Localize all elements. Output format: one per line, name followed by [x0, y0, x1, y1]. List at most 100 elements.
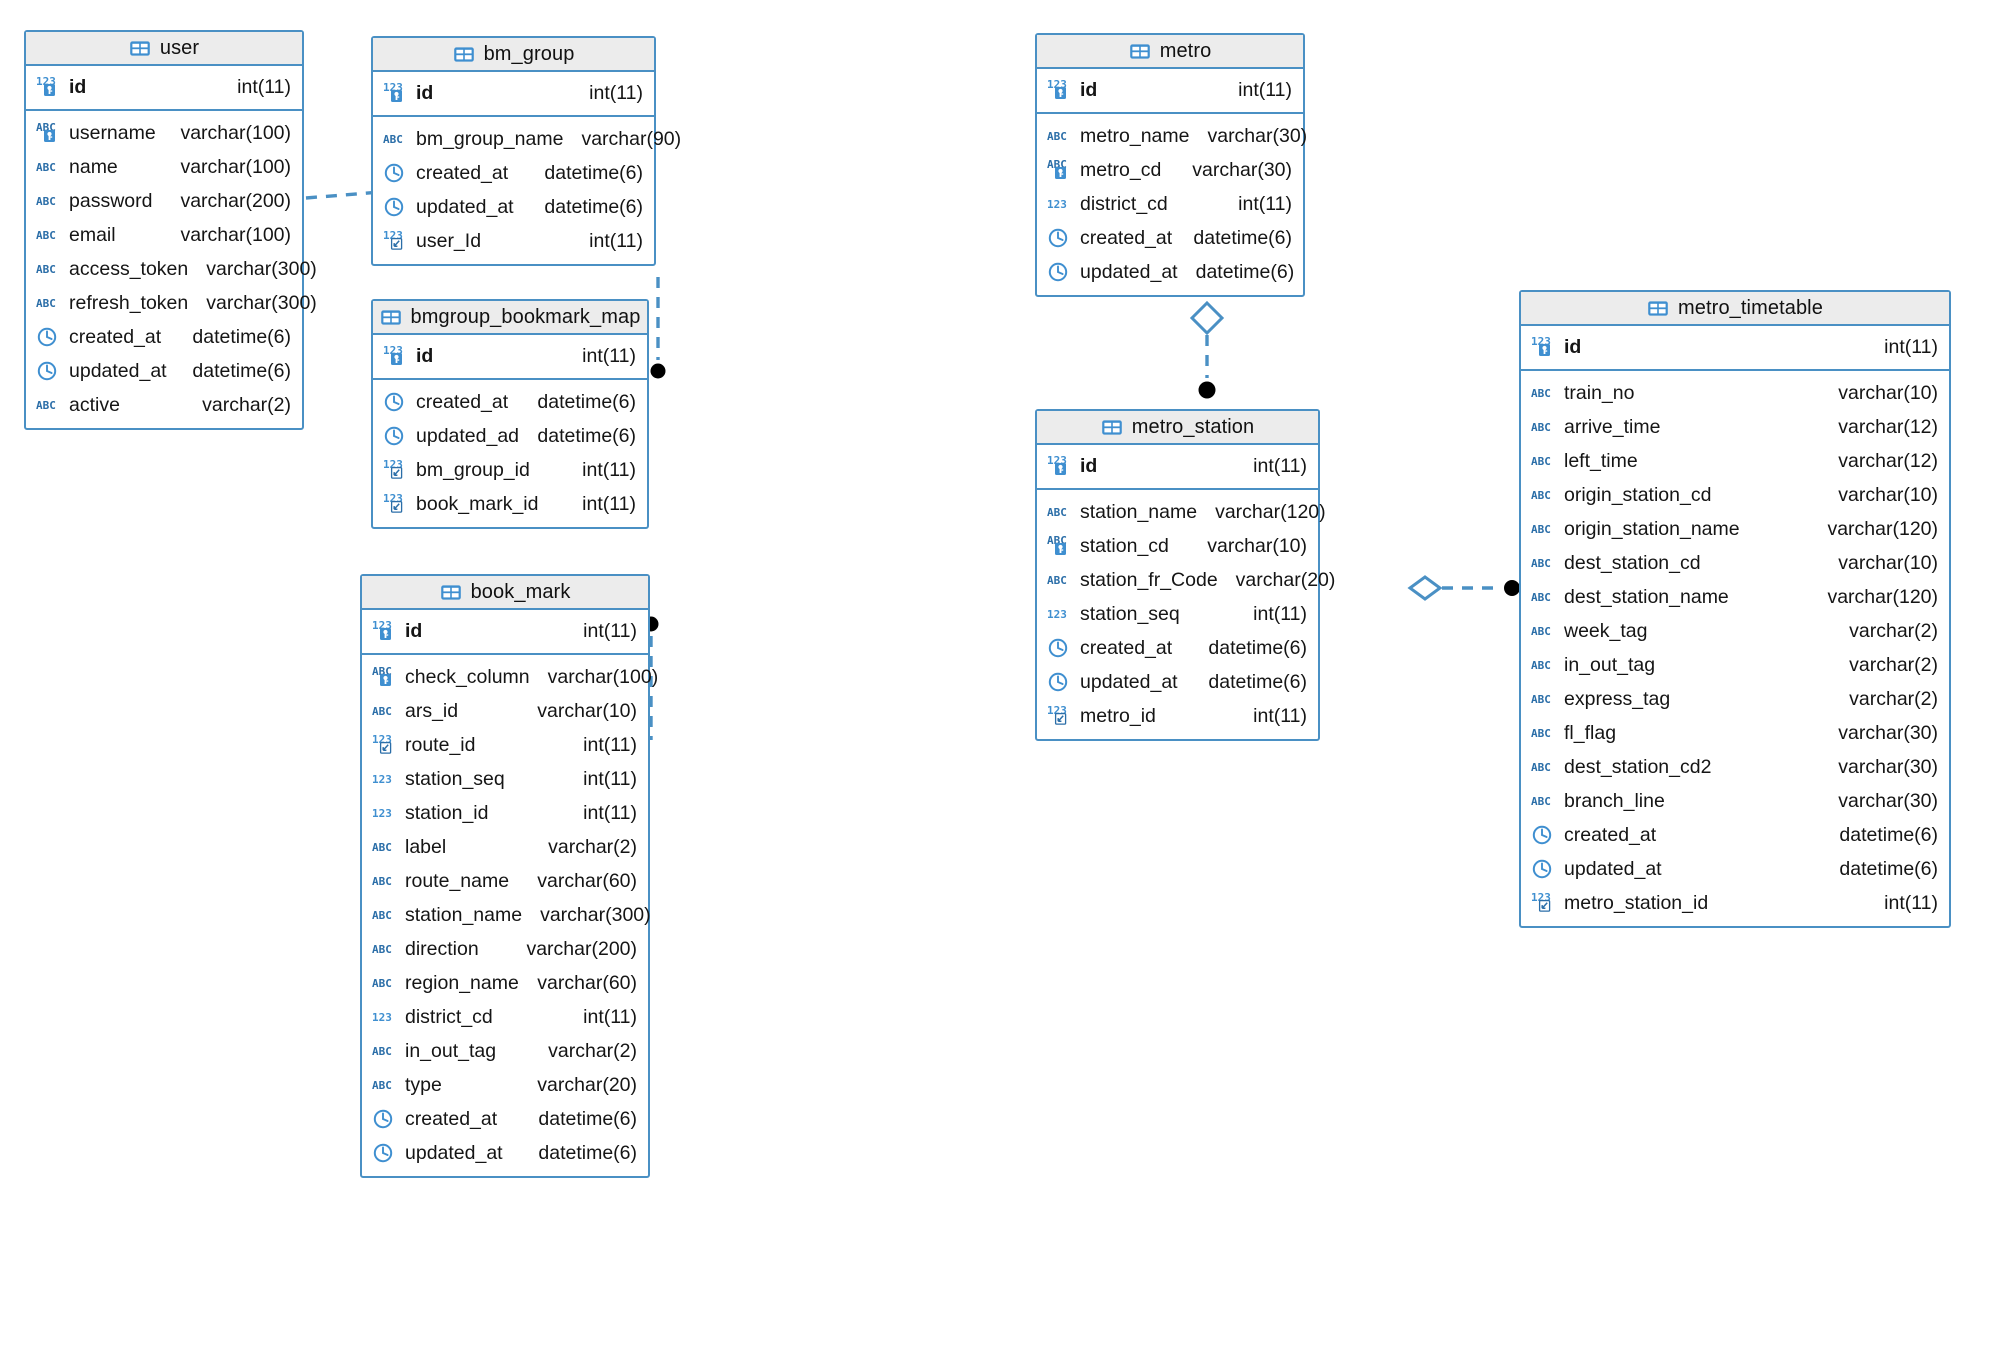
- field-name: station_cd: [1080, 534, 1169, 557]
- foreign-key-int-icon: 123: [383, 458, 409, 482]
- field-type: datetime(6): [544, 161, 643, 184]
- svg-text:ABC: ABC: [372, 977, 392, 990]
- entity-header[interactable]: bmgroup_bookmark_map: [373, 301, 647, 335]
- entity-header[interactable]: metro_station: [1037, 411, 1318, 445]
- field-name: created_at: [69, 325, 162, 348]
- entity-title: book_mark: [470, 580, 571, 603]
- entity-header[interactable]: user: [26, 32, 302, 66]
- field-name: id: [405, 619, 423, 642]
- field-name: created_at: [1080, 636, 1173, 659]
- varchar-icon: ABC: [372, 1073, 398, 1097]
- svg-text:ABC: ABC: [36, 297, 56, 310]
- varchar-icon: ABC: [372, 971, 398, 995]
- entity-header[interactable]: book_mark: [362, 576, 648, 610]
- datetime-clock-icon: [383, 161, 409, 185]
- field-type: int(11): [582, 458, 636, 481]
- entity-header[interactable]: metro: [1037, 35, 1303, 69]
- field-name: dest_station_name: [1564, 585, 1729, 608]
- field-type: varchar(100): [547, 665, 659, 688]
- foreign-key-int-icon: 123: [372, 733, 398, 757]
- table-grid-icon: [1129, 41, 1151, 62]
- entity-header[interactable]: bm_group: [373, 38, 654, 72]
- unique-varchar-key-icon: ABC: [1047, 158, 1073, 182]
- entity-header[interactable]: metro_timetable: [1521, 292, 1949, 326]
